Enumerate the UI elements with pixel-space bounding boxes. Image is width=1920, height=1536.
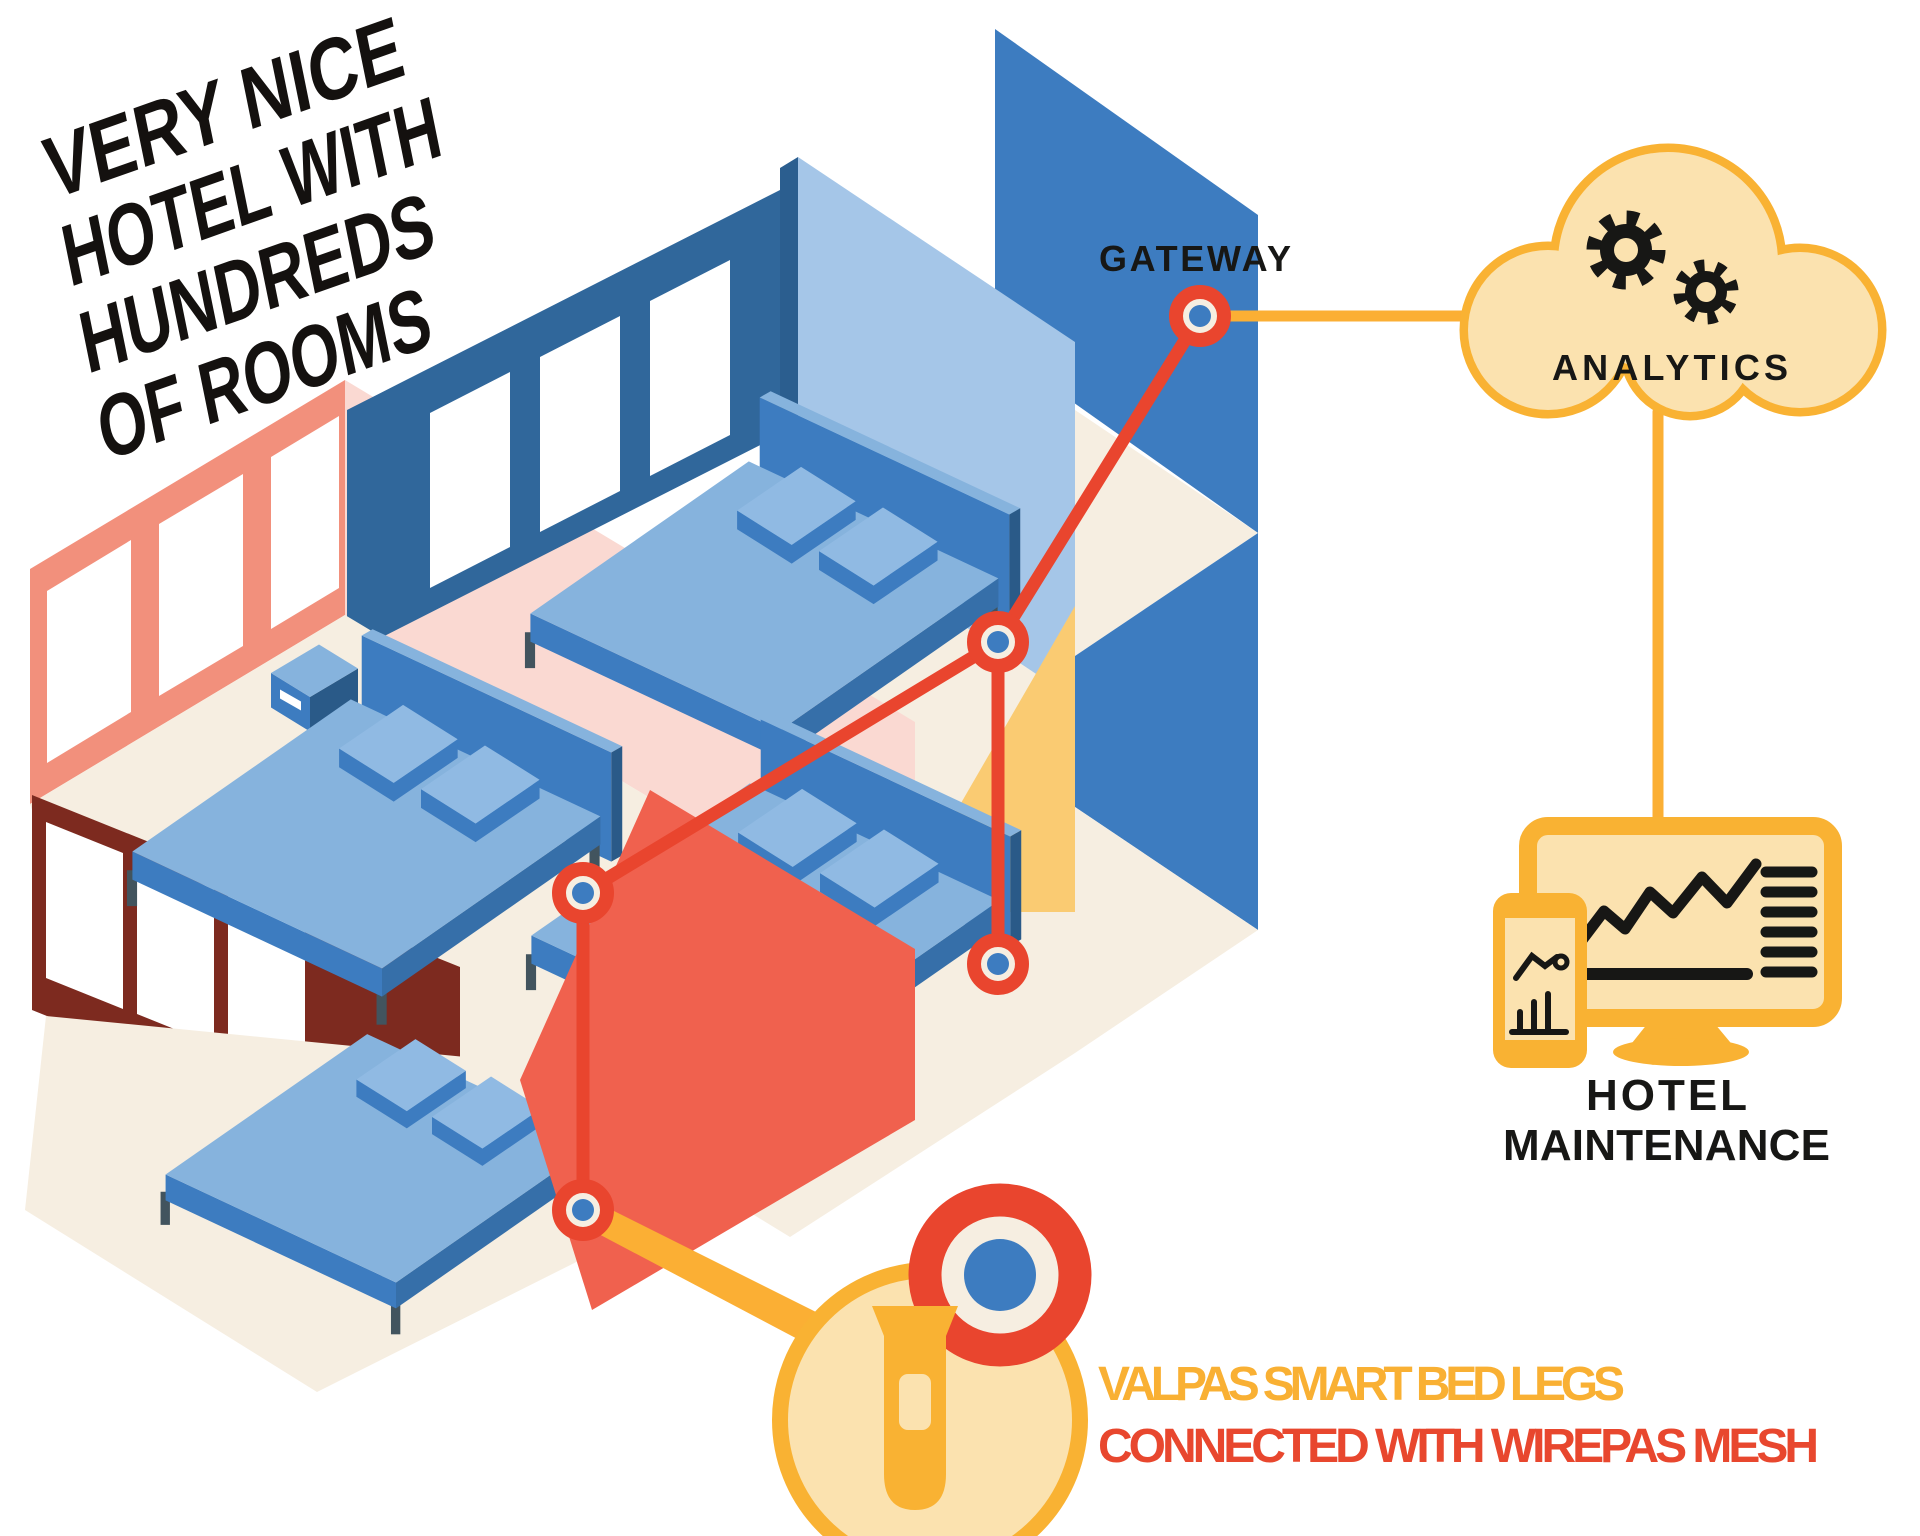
bed-leg-node-icon bbox=[552, 1179, 614, 1241]
analytics-label: ANALYTICS bbox=[1552, 347, 1792, 388]
list-icon bbox=[1760, 866, 1818, 978]
cutaway-cream-triangle bbox=[1075, 807, 1258, 1053]
red-wall bbox=[520, 790, 915, 1310]
gateway-wall bbox=[995, 29, 1258, 533]
building-illustration bbox=[25, 29, 1258, 1392]
gateway-label: GATEWAY bbox=[1099, 238, 1295, 279]
cloud-icon bbox=[1459, 143, 1887, 421]
window-icon bbox=[650, 260, 730, 476]
salmon-window-wall bbox=[30, 380, 345, 804]
maintenance-station: HOTEL MAINTENANCE bbox=[1493, 817, 1842, 1170]
window-icon bbox=[540, 316, 620, 532]
uplink-lines bbox=[1225, 310, 1664, 836]
mesh-nodes bbox=[552, 285, 1231, 1241]
bed-leg-node-icon bbox=[967, 611, 1029, 673]
window-icon bbox=[271, 416, 339, 629]
bed-leg-callout: VALPAS SMART BED LEGS CONNECTED WITH WIR… bbox=[772, 1183, 1820, 1536]
callout-wedge bbox=[576, 1199, 876, 1372]
gear-icon bbox=[1673, 259, 1739, 325]
bar-chart-icon bbox=[1509, 991, 1569, 1035]
phone-icon bbox=[1493, 893, 1587, 1068]
sensor-target-icon bbox=[908, 1183, 1092, 1367]
callout-line2: CONNECTED WITH WIREPAS MESH bbox=[1098, 1420, 1820, 1473]
cutaway-blue-panel bbox=[1075, 533, 1258, 930]
window-icon bbox=[159, 474, 243, 696]
window-icon bbox=[47, 540, 131, 763]
line-chart-icon bbox=[1570, 858, 1762, 954]
gear-icon bbox=[1586, 210, 1666, 290]
smart-bed-leg-icon bbox=[872, 1306, 958, 1510]
maintenance-label-line1: HOTEL bbox=[1586, 1071, 1750, 1120]
window-icon bbox=[430, 372, 510, 588]
bed-leg-node-icon bbox=[552, 862, 614, 924]
window-icon bbox=[46, 822, 123, 1009]
cutaway-cream-triangle bbox=[1075, 410, 1258, 656]
bed-leg-node-icon bbox=[967, 933, 1029, 995]
navy-window-wall bbox=[347, 190, 780, 655]
analytics-cloud: ANALYTICS bbox=[1459, 143, 1887, 421]
maintenance-label-line2: MAINTENANCE bbox=[1503, 1121, 1833, 1170]
gateway-node-icon bbox=[1169, 285, 1231, 347]
callout-line1: VALPAS SMART BED LEGS bbox=[1098, 1358, 1626, 1411]
